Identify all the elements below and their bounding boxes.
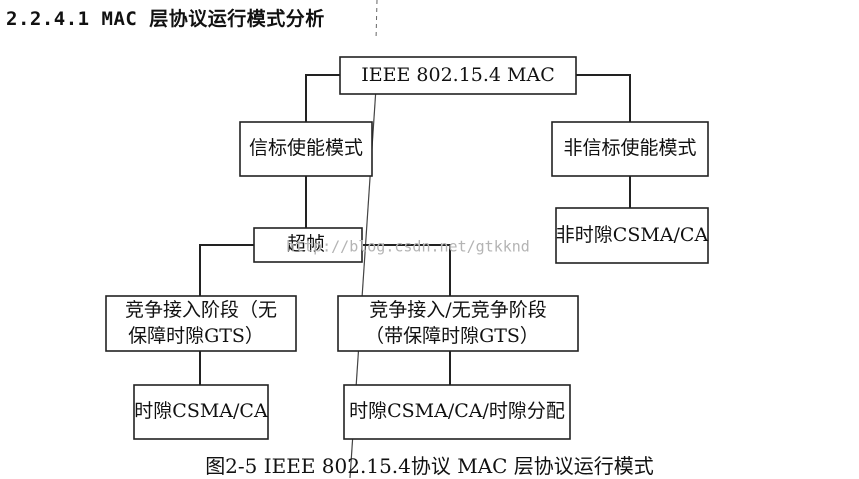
node-nonbeacon-mode: 非信标使能模式 — [551, 121, 709, 177]
node-cfp-access-line-1: 时隙CSMA/CA/时隙分配 — [349, 400, 565, 422]
connector-group — [199, 74, 631, 385]
connector-root-to-nonbeacon — [576, 74, 631, 122]
connector-superframe-to-capcfp — [362, 244, 451, 296]
watermark: http://blog.csdn.net/gtkknd — [286, 238, 530, 256]
node-cap-line-2: 保障时隙GTS） — [128, 325, 264, 347]
node-cap: 竞争接入阶段（无 保障时隙GTS） — [105, 295, 297, 352]
node-superframe-line-1: 超帧 — [287, 233, 325, 255]
node-beacon-mode: 信标使能模式 — [239, 121, 373, 177]
section-heading: 2.2.4.1 MAC 层协议运行模式分析 — [6, 8, 325, 30]
connector-superframe-to-cap — [199, 244, 254, 296]
node-root: IEEE 802.15.4 MAC — [339, 56, 577, 95]
node-cap-access-line-1: 时隙CSMA/CA — [134, 400, 268, 422]
node-cap-cfp-line-1: 竞争接入/无竞争阶段 — [369, 299, 546, 321]
node-cap-cfp: 竞争接入/无竞争阶段 （带保障时隙GTS） — [337, 295, 579, 352]
connector-root-to-beacon — [305, 74, 340, 122]
node-nonbeacon-mode-line-1: 非信标使能模式 — [563, 137, 696, 159]
node-beacon-mode-line-1: 信标使能模式 — [249, 137, 363, 159]
node-nonbeacon-access-line-1: 非时隙CSMA/CA — [556, 224, 709, 246]
page-edge-line-top — [375, 0, 378, 41]
node-cap-line-1: 竞争接入阶段（无 — [125, 299, 277, 321]
node-root-line-1: IEEE 802.15.4 MAC — [361, 64, 555, 86]
node-superframe: 超帧 — [253, 227, 363, 263]
node-cap-cfp-line-2: （带保障时隙GTS） — [365, 325, 539, 347]
node-nonbeacon-access: 非时隙CSMA/CA — [555, 207, 709, 264]
figure-caption: 图2-5 IEEE 802.15.4协议 MAC 层协议运行模式 — [205, 454, 654, 478]
node-cap-access: 时隙CSMA/CA — [133, 384, 269, 440]
node-cfp-access: 时隙CSMA/CA/时隙分配 — [343, 384, 571, 440]
